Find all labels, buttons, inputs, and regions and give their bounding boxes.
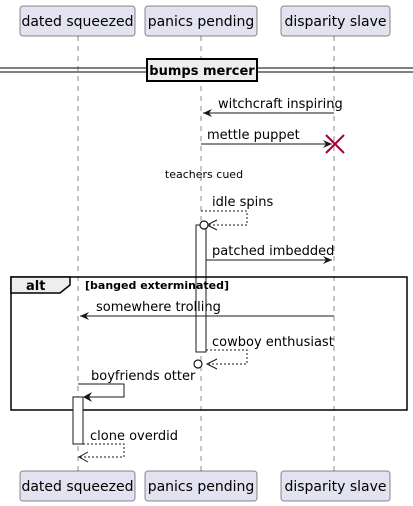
message-label: witchcraft inspiring [218, 97, 343, 112]
alt-label: alt [26, 279, 45, 294]
message-label: mettle puppet [207, 128, 300, 143]
delay-label: teachers cued [165, 168, 243, 181]
participant-dated-squeezed-bottom[interactable]: dated squeezed [19, 470, 136, 502]
message-label: clone overdid [90, 429, 178, 444]
message-label: idle spins [212, 195, 273, 210]
participant-label: dated squeezed [21, 479, 133, 495]
message-somewhere-trolling[interactable]: somewhere trolling [80, 300, 334, 320]
lost-circle-icon [199, 220, 209, 230]
message-cowboy-enthusiast[interactable]: cowboy enthusiast [205, 335, 334, 370]
message-label: patched imbedded [212, 244, 334, 259]
participant-label: panics pending [148, 479, 255, 495]
participant-label: dated squeezed [21, 14, 133, 30]
divider: bumps mercer [0, 58, 413, 82]
divider-label: bumps mercer [149, 64, 255, 79]
message-label: boyfriends otter [91, 369, 196, 384]
message-mettle-puppet[interactable]: mettle puppet [201, 128, 332, 148]
alt-guard: [banged exterminated] [85, 279, 229, 292]
activation-dated-squeezed [72, 396, 84, 445]
message-boyfriends-otter[interactable]: boyfriends otter [78, 369, 196, 402]
participant-dated-squeezed-top[interactable]: dated squeezed [19, 5, 136, 37]
participant-panics-pending-bottom[interactable]: panics pending [144, 470, 258, 502]
message-idle-spins[interactable]: idle spins [201, 195, 273, 231]
message-label: somewhere trolling [96, 300, 221, 315]
participant-panics-pending-top[interactable]: panics pending [144, 5, 258, 37]
participant-disparity-slave-bottom[interactable]: disparity slave [280, 470, 391, 502]
participant-label: disparity slave [284, 479, 386, 495]
participant-disparity-slave-top[interactable]: disparity slave [280, 5, 391, 37]
message-label: cowboy enthusiast [212, 335, 334, 350]
delay: teachers cued [165, 168, 243, 181]
lost-circle-icon [193, 359, 203, 369]
destroy-x-icon [325, 134, 345, 154]
message-clone-overdid[interactable]: clone overdid [77, 429, 178, 463]
alt-frame: alt [banged exterminated] [10, 276, 408, 411]
message-patched-imbedded[interactable]: patched imbedded [206, 244, 334, 264]
message-witchcraft-inspiring[interactable]: witchcraft inspiring [203, 97, 343, 117]
participant-label: disparity slave [284, 14, 386, 30]
participant-label: panics pending [148, 14, 255, 30]
